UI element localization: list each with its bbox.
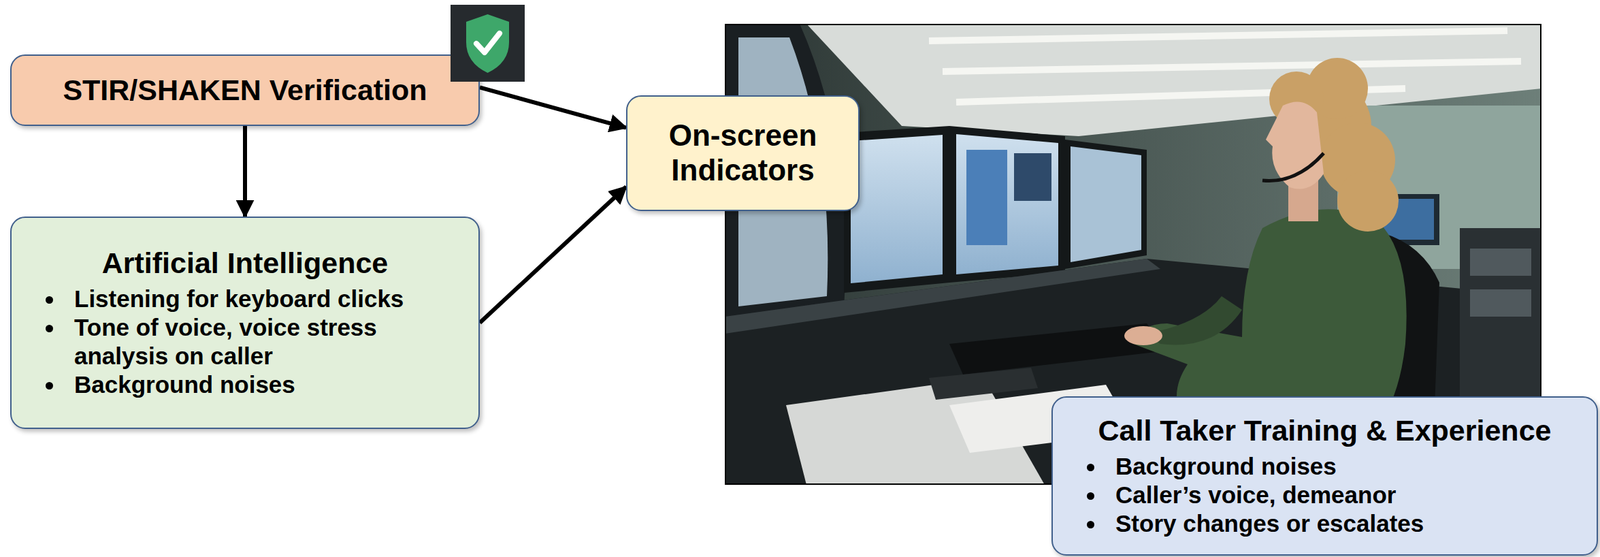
process-box: Artificial IntelligenceListening for key… — [10, 216, 480, 429]
monitor-bank — [966, 149, 1008, 246]
node-heading: On-screen Indicators — [641, 118, 845, 188]
heading-row: Artificial Intelligence — [25, 246, 465, 280]
ceiling-lights — [928, 30, 1508, 41]
node-heading: Call Taker Training & Experience — [1098, 413, 1552, 448]
bullet-item: Background noises — [64, 370, 465, 399]
shield-icon — [450, 4, 525, 82]
output-box: On-screen Indicators — [626, 95, 860, 211]
keyboard — [928, 323, 1168, 400]
bullet-list: Background noisesCaller’s voice, demeano… — [1066, 451, 1583, 538]
heading-row: On-screen Indicators — [641, 118, 845, 188]
monitor-bank — [843, 125, 950, 293]
heading-row: STIR/SHAKEN Verification — [25, 73, 465, 107]
monitor-bank — [850, 134, 943, 284]
monitor-bank — [949, 125, 1066, 283]
bullet-list: Listening for keyboard clicksTone of voi… — [25, 284, 465, 399]
arrow-connector — [479, 87, 627, 128]
arrow-connector — [479, 186, 627, 323]
monitor-bank — [956, 134, 1059, 275]
bullet-item: Story changes or escalates — [1105, 509, 1583, 538]
monitor-bank — [1065, 139, 1147, 269]
keyboard — [949, 323, 1168, 375]
shield-shape — [466, 14, 510, 73]
monitor-bank — [1014, 153, 1052, 201]
hand — [1124, 325, 1163, 346]
bullet-item: Tone of voice, voice stress analysis on … — [64, 313, 465, 371]
process-box: Call Taker Training & ExperienceBackgrou… — [1051, 396, 1598, 556]
arrow-connector — [242, 125, 248, 217]
hair — [1337, 170, 1399, 232]
check-mark — [476, 33, 500, 53]
ceiling-lights — [942, 61, 1522, 72]
icon-background — [450, 4, 525, 82]
process-box: STIR/SHAKEN Verification — [10, 54, 480, 126]
headset — [1262, 153, 1324, 182]
ceiling-lights — [928, 30, 1522, 103]
node-heading: Artificial Intelligence — [102, 246, 389, 280]
heading-row: Call Taker Training & Experience — [1066, 413, 1583, 448]
desk-edge — [724, 258, 1161, 334]
bullet-item: Caller’s voice, demeanor — [1105, 480, 1583, 510]
bullet-item: Listening for keyboard clicks — [64, 284, 465, 314]
right-equipment — [1470, 289, 1532, 317]
bullet-item: Background noises — [1105, 451, 1583, 481]
keyboard — [928, 367, 1038, 400]
node-heading: STIR/SHAKEN Verification — [62, 73, 427, 107]
monitor-bank — [1070, 146, 1142, 263]
right-equipment — [1470, 248, 1532, 276]
